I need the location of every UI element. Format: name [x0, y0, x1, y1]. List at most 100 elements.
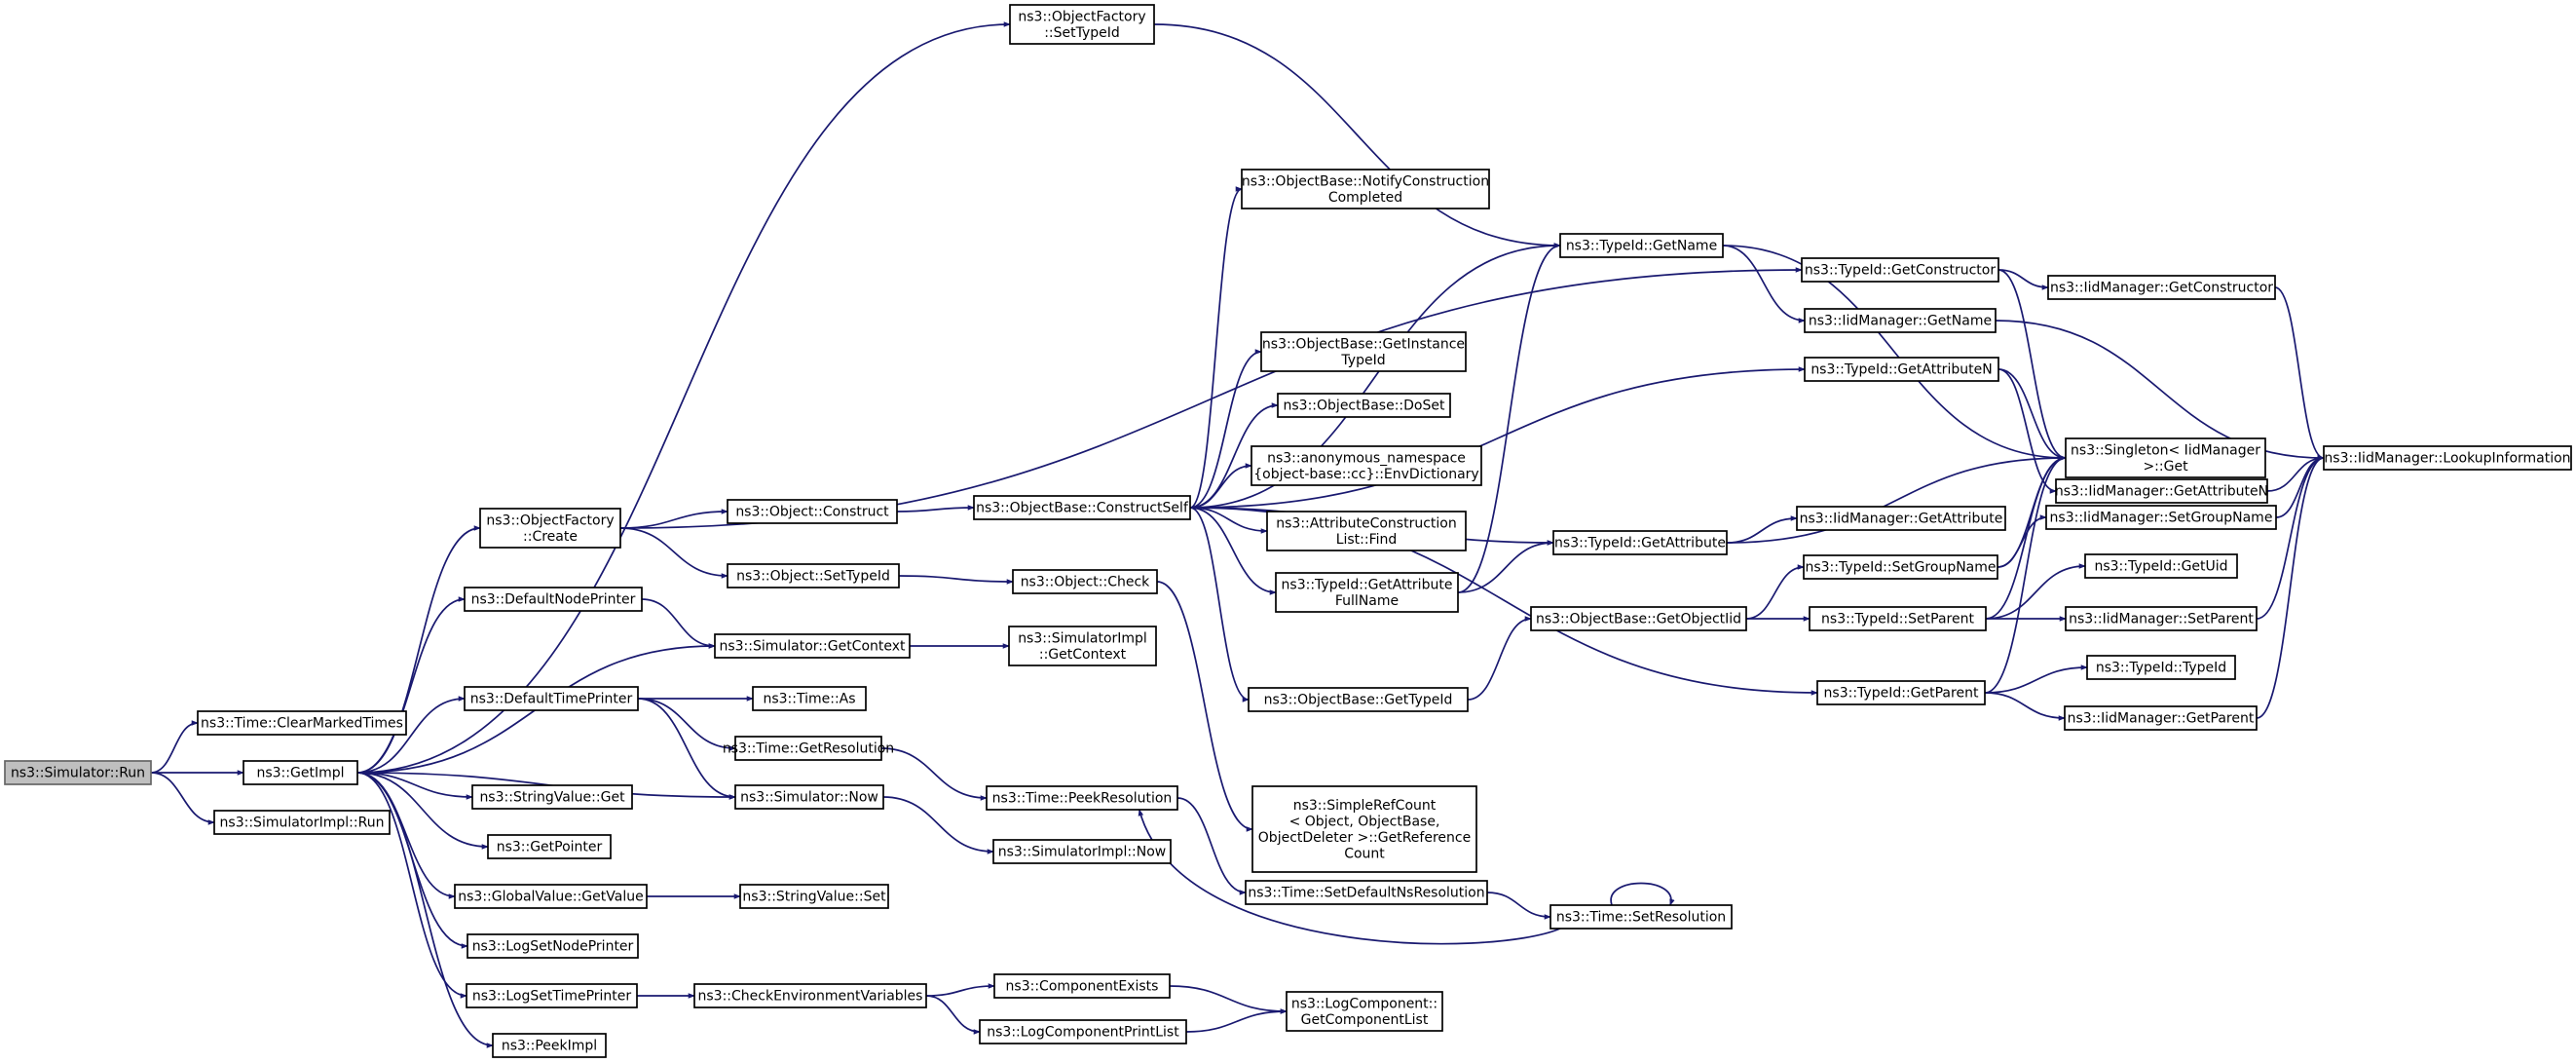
node-simgetcontext[interactable]: ns3::Simulator::GetContext	[714, 633, 911, 659]
node-box[interactable]	[1801, 257, 1999, 283]
node-box[interactable]	[2047, 275, 2276, 300]
node-iidgetattr[interactable]: ns3::IidManager::GetAttribute	[1796, 506, 2006, 531]
node-box[interactable]	[466, 983, 638, 1008]
node-box[interactable]	[464, 686, 639, 711]
node-box[interactable]	[471, 784, 633, 810]
node-box[interactable]	[734, 736, 882, 761]
node-iidgetname[interactable]: ns3::IidManager::GetName	[1804, 308, 1997, 333]
node-box[interactable]	[1530, 606, 1747, 631]
node-box[interactable]	[243, 760, 358, 785]
node-doset[interactable]: ns3::ObjectBase::DoSet	[1277, 393, 1451, 418]
node-compexists[interactable]: ns3::ComponentExists	[993, 973, 1171, 999]
node-logsetnode[interactable]: ns3::LogSetNodePrinter	[467, 933, 639, 959]
node-box[interactable]	[1260, 331, 1467, 372]
node-box[interactable]	[1804, 308, 1997, 333]
node-box[interactable]	[1009, 4, 1155, 45]
node-timeas[interactable]: ns3::Time::As	[752, 686, 867, 711]
node-gvgetvalue[interactable]: ns3::GlobalValue::GetValue	[454, 884, 648, 909]
node-box[interactable]	[464, 587, 643, 612]
node-box[interactable]	[1804, 357, 1999, 382]
node-setresolution[interactable]: ns3::Time::SetResolution	[1549, 904, 1733, 930]
node-box[interactable]	[1552, 530, 1728, 555]
node-box[interactable]	[752, 686, 867, 711]
node-simimplrun[interactable]: ns3::SimulatorImpl::Run	[213, 810, 391, 835]
node-tidgetattr[interactable]: ns3::TypeId::GetAttribute	[1552, 530, 1728, 555]
node-box[interactable]	[2055, 478, 2268, 504]
node-box[interactable]	[693, 983, 927, 1008]
node-iidlookup[interactable]: ns3::IidManager::LookupInformation	[2323, 445, 2572, 471]
node-objsettypeid[interactable]: ns3::Object::SetTypeId	[727, 563, 900, 588]
node-box[interactable]	[992, 839, 1172, 864]
node-box[interactable]	[979, 1019, 1187, 1044]
node-box[interactable]	[993, 973, 1171, 999]
node-box[interactable]	[1286, 991, 1443, 1032]
node-box[interactable]	[479, 508, 621, 549]
node-box[interactable]	[2065, 606, 2258, 631]
node-box[interactable]	[197, 710, 407, 736]
node-box[interactable]	[2065, 437, 2266, 478]
node-box[interactable]	[1251, 785, 1477, 873]
node-getobjectiid[interactable]: ns3::ObjectBase::GetObjectIid	[1530, 606, 1747, 631]
node-box[interactable]	[1275, 572, 1459, 613]
node-box[interactable]	[1796, 506, 2006, 531]
node-obconstructself[interactable]: ns3::ObjectBase::ConstructSelf	[973, 495, 1191, 520]
node-iidgetattrn[interactable]: ns3::IidManager::GetAttributeN	[2055, 478, 2268, 504]
node-box[interactable]	[1012, 569, 1158, 594]
node-simnow[interactable]: ns3::Simulator::Now	[734, 784, 884, 810]
node-box[interactable]	[1241, 169, 1490, 209]
node-tidsetparent[interactable]: ns3::TypeId::SetParent	[1809, 606, 1987, 631]
node-defnodeprinter[interactable]: ns3::DefaultNodePrinter	[464, 587, 643, 612]
node-box[interactable]	[734, 784, 884, 810]
node-box[interactable]	[4, 760, 152, 785]
node-strget[interactable]: ns3::StringValue::Get	[471, 784, 633, 810]
node-simimplgetctx[interactable]: ns3::SimulatorImpl::GetContext	[1008, 626, 1157, 666]
node-tidgetctor[interactable]: ns3::TypeId::GetConstructor	[1801, 257, 1999, 283]
node-tidgetparent[interactable]: ns3::TypeId::GetParent	[1816, 680, 1986, 705]
node-box[interactable]	[2086, 655, 2236, 680]
node-box[interactable]	[213, 810, 391, 835]
node-box[interactable]	[986, 785, 1178, 811]
node-timegetres[interactable]: ns3::Time::GetResolution	[723, 736, 894, 761]
node-objcheck[interactable]: ns3::Object::Check	[1012, 569, 1158, 594]
node-box[interactable]	[1251, 445, 1482, 486]
node-obgettypeid[interactable]: ns3::ObjectBase::GetTypeId	[1248, 687, 1469, 712]
node-iidsetparent[interactable]: ns3::IidManager::SetParent	[2065, 606, 2258, 631]
node-box[interactable]	[1245, 880, 1488, 905]
node-strset[interactable]: ns3::StringValue::Set	[739, 884, 889, 909]
node-setdefns[interactable]: ns3::Time::SetDefaultNsResolution	[1245, 880, 1488, 905]
node-iidgetparent[interactable]: ns3::IidManager::GetParent	[2064, 705, 2258, 731]
node-peekres[interactable]: ns3::Time::PeekResolution	[986, 785, 1178, 811]
node-box[interactable]	[487, 834, 612, 859]
node-box[interactable]	[467, 933, 639, 959]
node-deftimeprinter[interactable]: ns3::DefaultTimePrinter	[464, 686, 639, 711]
node-objconstruct[interactable]: ns3::Object::Construct	[727, 499, 898, 524]
node-run[interactable]: ns3::Simulator::Run	[4, 760, 152, 785]
node-logsettime[interactable]: ns3::LogSetTimePrinter	[466, 983, 638, 1008]
node-box[interactable]	[714, 633, 911, 659]
node-box[interactable]	[2084, 553, 2238, 579]
node-box[interactable]	[1266, 511, 1467, 551]
node-tidgetuid[interactable]: ns3::TypeId::GetUid	[2084, 553, 2238, 579]
node-box[interactable]	[1809, 606, 1987, 631]
node-singleton[interactable]: ns3::Singleton< IidManager >::Get	[2065, 437, 2266, 478]
node-iidsetgroup[interactable]: ns3::IidManager::SetGroupName	[2045, 505, 2277, 530]
node-refcount[interactable]: ns3::SimpleRefCount< Object, ObjectBase,…	[1251, 785, 1477, 873]
node-envdict[interactable]: ns3::anonymous_namespace{object-base::cc…	[1251, 445, 1482, 486]
node-setfactory[interactable]: ns3::ObjectFactory::SetTypeId	[1009, 4, 1155, 45]
node-tidgetattrn[interactable]: ns3::TypeId::GetAttributeN	[1804, 357, 1999, 382]
node-box[interactable]	[1248, 687, 1469, 712]
node-ofcreate[interactable]: ns3::ObjectFactory::Create	[479, 508, 621, 549]
node-iidgetctor[interactable]: ns3::IidManager::GetConstructor	[2047, 275, 2276, 300]
node-logcompget[interactable]: ns3::LogComponent::GetComponentList	[1286, 991, 1443, 1032]
node-box[interactable]	[973, 495, 1191, 520]
node-tidsetgroup[interactable]: ns3::TypeId::SetGroupName	[1803, 554, 1998, 580]
node-box[interactable]	[1816, 680, 1986, 705]
node-checkenv[interactable]: ns3::CheckEnvironmentVariables	[693, 983, 927, 1008]
node-notifyconstr[interactable]: ns3::ObjectBase::NotifyConstructionCompl…	[1241, 169, 1490, 209]
node-box[interactable]	[1008, 626, 1157, 666]
node-clearmarked[interactable]: ns3::Time::ClearMarkedTimes	[197, 710, 407, 736]
node-box[interactable]	[739, 884, 889, 909]
